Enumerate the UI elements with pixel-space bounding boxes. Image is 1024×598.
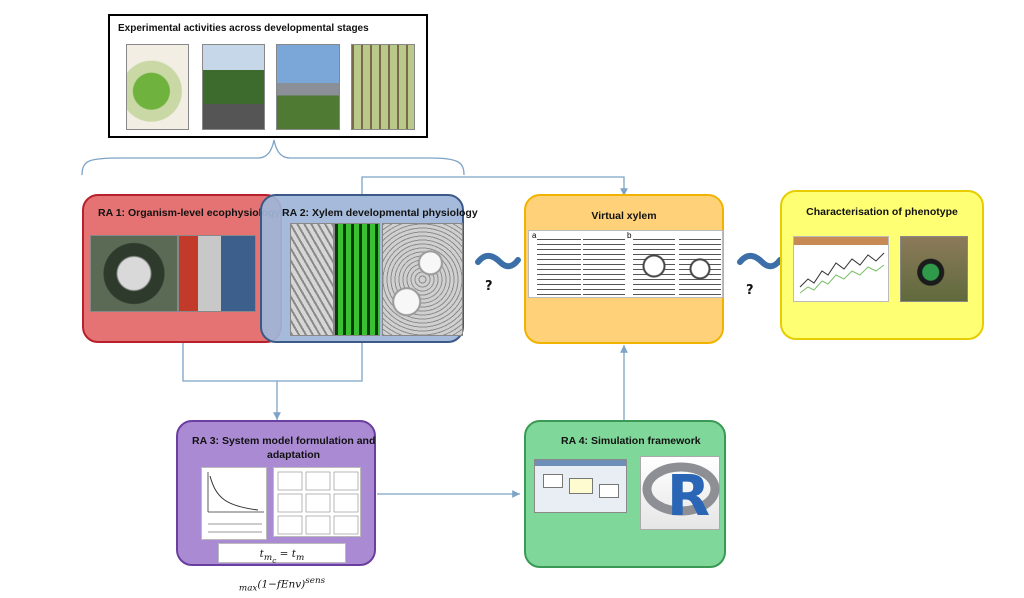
field-chambers-photo <box>276 44 340 130</box>
ra3-box: RA 3: System model formulation and adapt… <box>176 420 376 593</box>
question-mark: ? <box>485 279 493 294</box>
connector-layer <box>81 139 783 498</box>
petri-dish-seedlings-photo <box>126 44 189 130</box>
cell-grid-b2 <box>679 237 721 295</box>
virtual-xylem-title: Virtual xylem <box>591 210 657 222</box>
ra1-title: RA 1: Organism-level ecophysiology <box>98 207 281 219</box>
phenotype-title: Characterisation of phenotype <box>806 206 958 218</box>
ra1-box: RA 1: Organism-level ecophysiology <box>82 194 282 343</box>
greenhouse-plants-photo <box>202 44 265 130</box>
ra2-title: RA 2: Xylem developmental physiology <box>282 207 478 219</box>
ra2-box: RA 2: Xylem developmental physiology <box>260 194 478 343</box>
tilde-icon <box>475 253 521 270</box>
experimental-activities-title: Experimental activities across developme… <box>118 23 369 34</box>
panel-a-label: a <box>532 231 537 240</box>
xylem-micrograph-photo <box>290 223 334 336</box>
phenotype-box: Characterisation of phenotype <box>780 190 984 340</box>
question-mark: ? <box>746 283 754 298</box>
forest-plantation-photo <box>351 44 415 130</box>
virtual-xylem-figure: a b <box>528 230 723 298</box>
ra3-title-line2: adaptation <box>267 449 321 461</box>
cell-grid-b1 <box>633 237 675 295</box>
virtual-xylem-box: Virtual xylem a b <box>524 194 724 344</box>
density-profile-chart <box>793 236 889 302</box>
cell-grid-a1 <box>537 237 581 295</box>
field-sensor-photo <box>900 236 968 302</box>
wood-cross-section-photo <box>382 223 463 336</box>
model-equation: tmc = tm max(1−fEnv)sens <box>218 543 346 593</box>
cell-grid-a2 <box>583 237 625 295</box>
ra12-to-ra3-connector <box>182 342 363 382</box>
experimental-activities-box: Experimental activities across developme… <box>108 14 428 138</box>
tilde-icon <box>737 253 783 270</box>
model-panels-figure <box>273 467 361 537</box>
model-curve-figure <box>201 467 267 540</box>
sap-flow-sensor-photo <box>90 235 178 312</box>
r-logo-icon: R <box>640 456 720 530</box>
dendrometer-photo <box>178 235 256 312</box>
fluorescent-xylem-photo <box>334 223 380 336</box>
ra4-box: RA 4: Simulation framework R <box>524 420 726 568</box>
ra3-title-line1: RA 3: System model formulation and <box>192 435 376 447</box>
panel-b-label: b <box>627 231 632 240</box>
ra4-title: RA 4: Simulation framework <box>561 435 701 447</box>
bracket-icon <box>81 139 465 176</box>
simulation-software-screenshot <box>534 459 627 513</box>
loop-connector <box>361 176 628 196</box>
r-logo-letter: R <box>667 464 711 529</box>
